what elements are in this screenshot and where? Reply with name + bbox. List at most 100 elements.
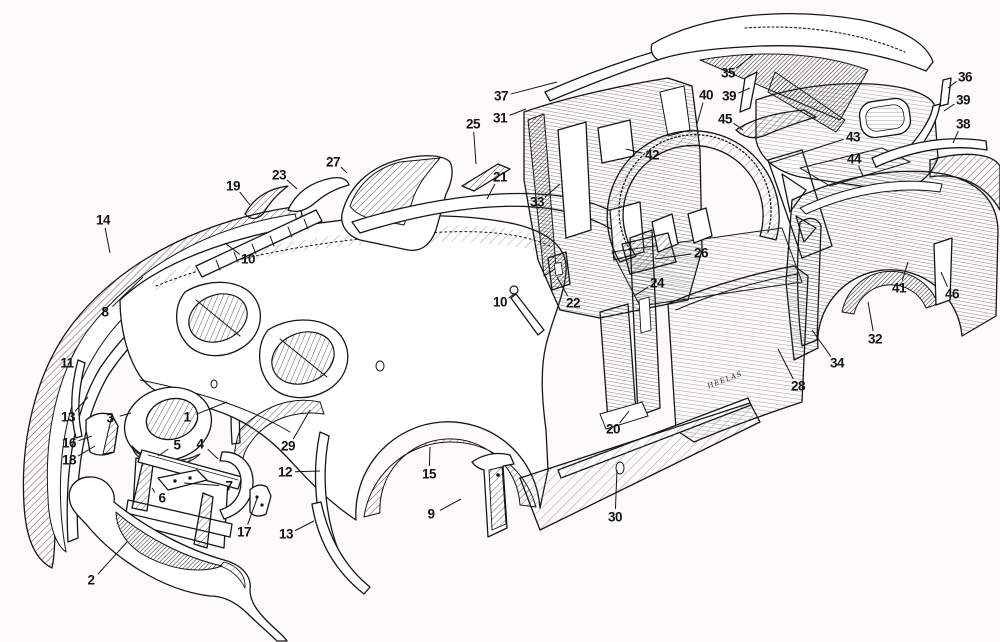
leader-line-16 [78, 435, 93, 442]
callout-label-27: 27 [325, 154, 341, 170]
headlamp-pod-right [258, 319, 349, 399]
callout-label-30: 30 [607, 509, 623, 525]
callout-label-20: 20 [605, 421, 621, 437]
leader-line-1 [196, 401, 228, 415]
part-pillar-24 [629, 229, 661, 417]
callout-label-7: 7 [225, 478, 233, 494]
callout-label-42: 42 [644, 147, 660, 163]
callout-label-3: 3 [106, 410, 114, 426]
part-block-16-18 [85, 412, 119, 456]
part-strip-36 [939, 77, 952, 107]
callout-label-22: 22 [565, 295, 581, 311]
leader-line-24 [633, 286, 649, 297]
callout-label-13: 13 [60, 409, 76, 425]
callout-label-17: 17 [236, 524, 252, 540]
leader-line-40 [696, 102, 704, 125]
part-front-valance-2 [68, 476, 288, 642]
leader-line-39 [738, 87, 751, 94]
leader-line-19 [239, 191, 251, 206]
part-bracket-17 [249, 484, 272, 517]
leader-line-28 [777, 348, 794, 380]
leader-line-9 [439, 498, 462, 511]
part-cowl-horn-23 [287, 177, 350, 213]
callout-label-36: 36 [957, 69, 973, 85]
leader-line-13 [294, 520, 315, 532]
callout-label-44: 44 [846, 151, 862, 167]
leader-line-11 [71, 346, 78, 357]
part-plate-7 [157, 469, 208, 491]
leader-line-41 [901, 261, 909, 281]
leader-line-42 [625, 148, 643, 154]
callout-label-43: 43 [845, 129, 861, 145]
callout-label-25: 25 [465, 116, 481, 132]
leader-line-34 [811, 329, 832, 357]
callout-label-29: 29 [280, 438, 296, 454]
callout-label-13: 13 [278, 526, 294, 542]
part-front-shroud [119, 214, 567, 521]
part-beading-strip-front [71, 359, 86, 439]
leader-line-38 [952, 130, 959, 144]
callout-label-8: 8 [101, 304, 109, 320]
leader-line-2 [97, 541, 128, 575]
callout-label-5: 5 [173, 437, 181, 453]
part-shut-pillar-46 [933, 237, 953, 306]
callout-label-12: 12 [277, 464, 293, 480]
leader-line-35 [735, 54, 754, 69]
leader-line-33 [544, 183, 561, 198]
callout-label-39: 39 [721, 88, 737, 104]
part-crossbar-5 [137, 449, 243, 490]
leader-line-45 [733, 122, 744, 131]
leader-line-23 [286, 179, 298, 190]
callout-label-35: 35 [720, 65, 736, 81]
callout-label-10: 10 [240, 251, 256, 267]
leader-line-15 [428, 446, 431, 467]
leader-line-37 [510, 81, 558, 95]
part-windscreen-base-rail [195, 209, 323, 278]
part-cowl-gusset-19 [244, 185, 289, 220]
callout-label-34: 34 [829, 355, 845, 371]
leader-line-18 [77, 445, 96, 457]
callout-label-31: 31 [492, 110, 508, 126]
callout-label-39: 39 [955, 92, 971, 108]
leader-line-4 [207, 448, 219, 460]
leader-line-6 [151, 487, 156, 493]
leader-line-32 [867, 301, 874, 332]
callout-label-21: 21 [492, 169, 508, 185]
callout-label-2: 2 [87, 572, 95, 588]
callout-label-28: 28 [790, 378, 806, 394]
callout-label-15: 15 [421, 466, 437, 482]
callout-label-41: 41 [891, 280, 907, 296]
callout-label-1: 1 [183, 409, 191, 425]
callout-label-33: 33 [529, 194, 545, 210]
leader-line-36 [947, 80, 957, 89]
leader-line-12 [294, 470, 321, 473]
part-front-wheel-arch-band [363, 438, 537, 518]
leader-line-39 [943, 103, 955, 112]
leader-line-31 [509, 108, 527, 116]
callout-label-4: 4 [196, 436, 204, 452]
callout-label-24: 24 [649, 275, 665, 291]
callout-label-26: 26 [693, 245, 709, 261]
leader-line-26 [654, 253, 692, 260]
callout-label-19: 19 [225, 178, 241, 194]
leader-line-10 [224, 242, 241, 255]
part-hinge-bracket-22 [547, 251, 571, 291]
part-capping-strip-38 [871, 138, 988, 168]
leader-line-3 [119, 412, 132, 417]
callout-label-6: 6 [158, 490, 166, 506]
callout-label-18: 18 [61, 452, 77, 468]
callout-label-16: 16 [61, 435, 77, 451]
leader-line-7 [183, 482, 220, 486]
callout-label-38: 38 [955, 116, 971, 132]
leader-line-14 [104, 227, 111, 254]
leader-line-20 [619, 410, 630, 424]
part-bonnet-prop-rod [509, 285, 545, 336]
leader-line-27 [340, 166, 348, 174]
callout-label-11: 11 [60, 355, 74, 371]
callout-label-37: 37 [493, 88, 509, 104]
leader-line-13 [74, 396, 89, 412]
part-boot-lid-35 [650, 13, 934, 121]
leader-line-46 [940, 271, 948, 288]
